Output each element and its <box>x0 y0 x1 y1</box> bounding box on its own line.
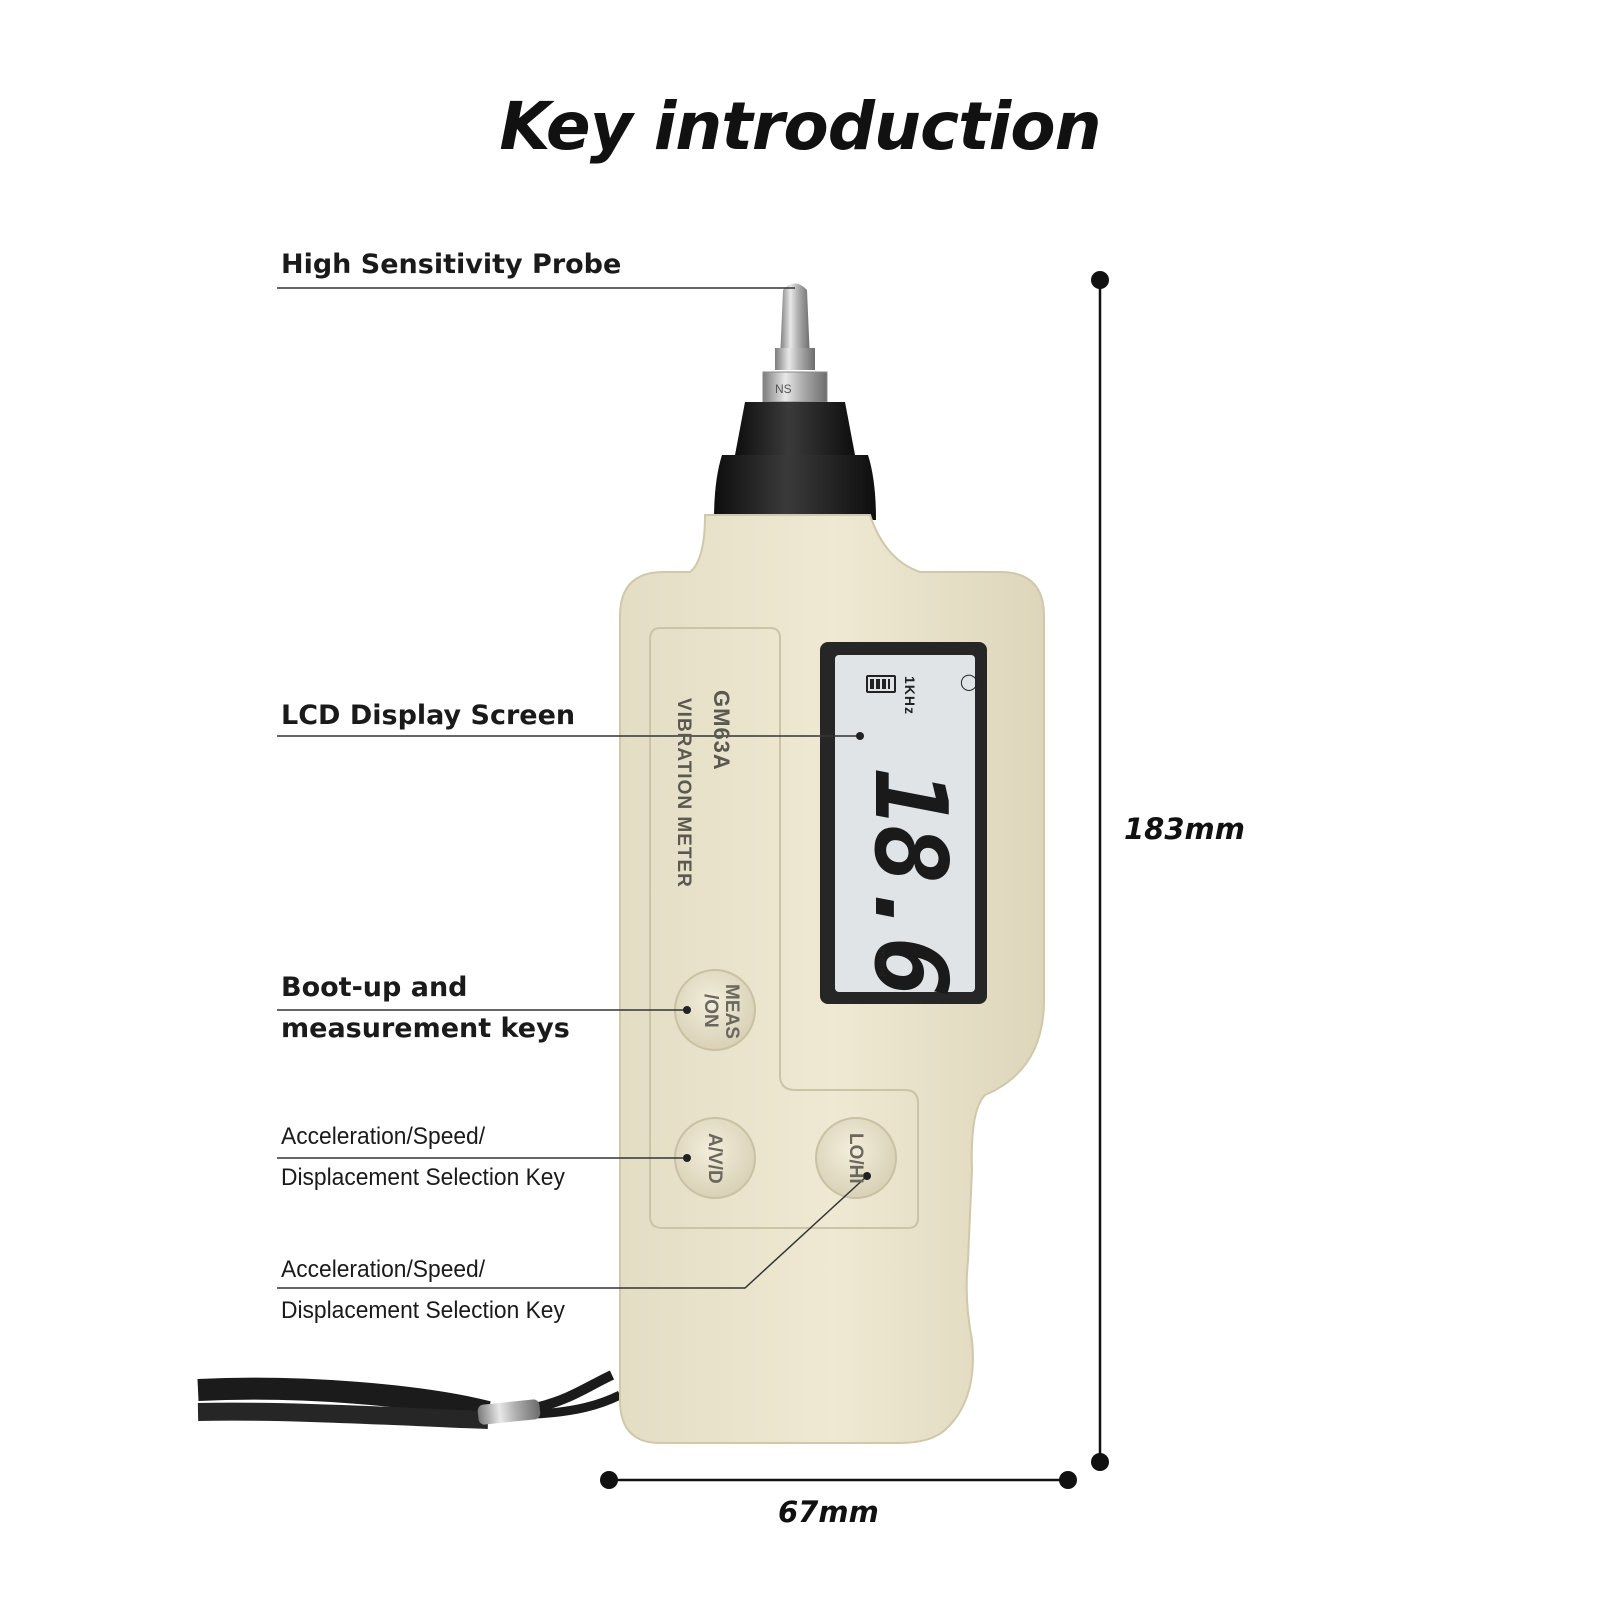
height-dimension-label: 183mm <box>1124 812 1245 846</box>
width-dimension-line <box>600 1471 1077 1489</box>
lohi-label-line2: Displacement Selection Key <box>281 1297 565 1324</box>
leader-lines <box>277 287 868 1289</box>
front-panel <box>649 627 919 1229</box>
probe-marking: NS <box>775 382 792 396</box>
probe-icon: ◯ <box>960 672 978 691</box>
lcd-label: LCD Display Screen <box>281 700 576 731</box>
lcd-unit: mm/s <box>876 948 887 979</box>
probe-label: High Sensitivity Probe <box>281 249 622 280</box>
avd-button-label[interactable]: A/V/D <box>704 1132 725 1184</box>
device-model: GM63A <box>709 690 734 771</box>
boot-label-line1: Boot-up and <box>281 972 468 1003</box>
lcd-reading-wrap: 18.6 <box>845 768 975 993</box>
lcd-reading: 18.6 <box>851 767 969 993</box>
lcd-screen <box>835 655 975 992</box>
lohi-button-label[interactable]: LO/HI <box>845 1132 866 1184</box>
leader-dots <box>683 732 871 1180</box>
avd-label-line1: Acceleration/Speed/ <box>281 1123 486 1150</box>
lohi-label-line1: Acceleration/Speed/ <box>281 1256 486 1283</box>
battery-icon <box>866 675 896 693</box>
lanyard-strap <box>197 1370 623 1429</box>
boot-label-line2: measurement keys <box>281 1013 570 1044</box>
device-name: VIBRATION METER <box>673 698 694 888</box>
probe-cap <box>714 402 876 520</box>
avd-label-line2: Displacement Selection Key <box>281 1164 565 1191</box>
height-dimension-line <box>1091 271 1109 1471</box>
width-dimension-label: 67mm <box>778 1495 879 1529</box>
probe-tip: NS <box>762 283 828 403</box>
lohi-leader-line <box>277 1175 868 1289</box>
meas-on-button-label[interactable]: MEAS /ON <box>700 983 742 1039</box>
lohi-button[interactable] <box>815 1117 897 1199</box>
page-title: Key introduction <box>499 88 1101 165</box>
lcd-frequency: 1KHz <box>902 676 918 716</box>
